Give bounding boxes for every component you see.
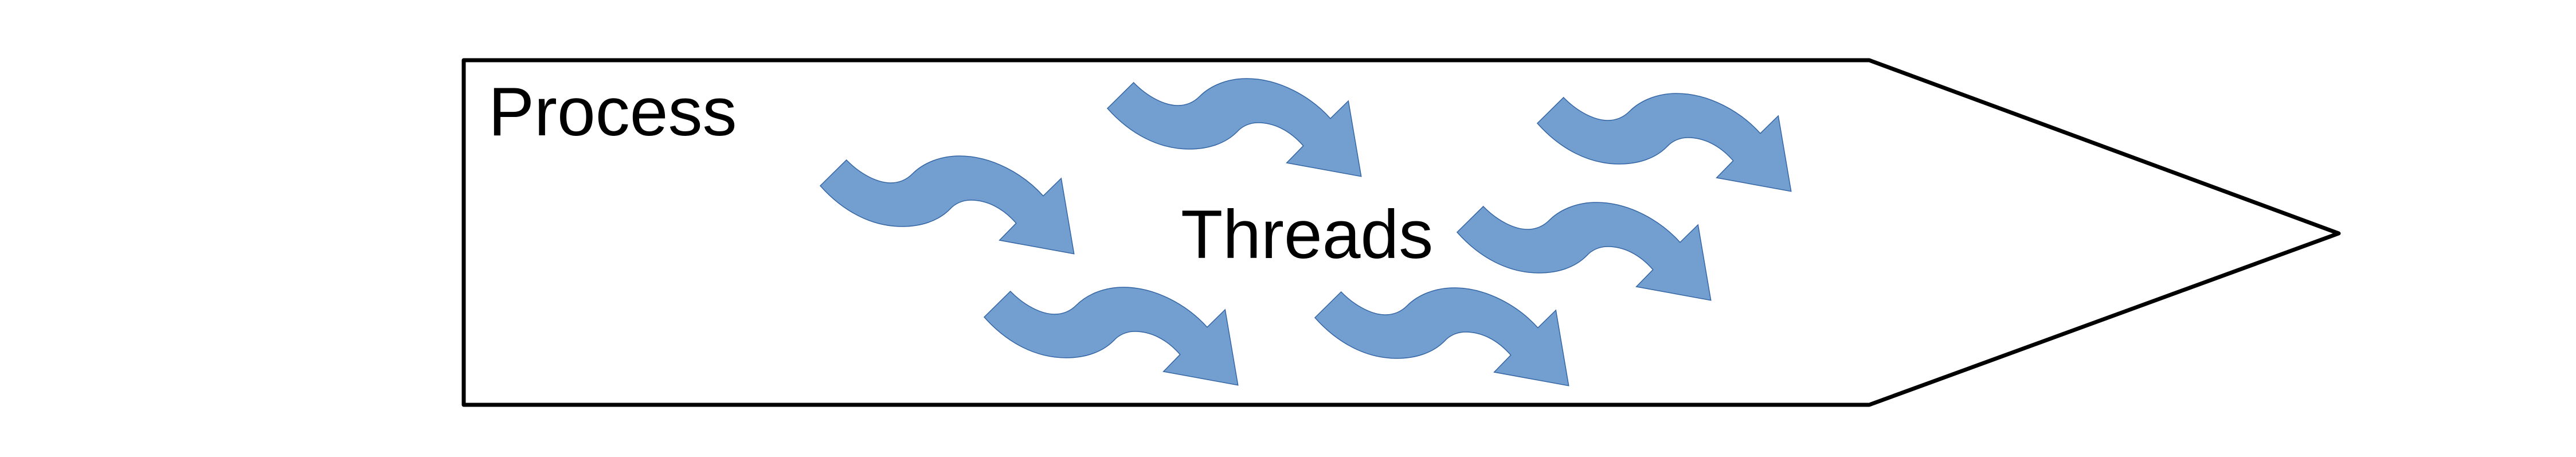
thread-arrow-shape [1456, 202, 1712, 301]
process-label: Process [488, 73, 737, 150]
thread-arrow-shape [819, 155, 1075, 255]
thread-wave-arrow-icon [1106, 78, 1362, 177]
thread-arrow-shape [1314, 287, 1569, 386]
thread-arrow-shape [983, 287, 1239, 386]
thread-wave-arrow-icon [1536, 93, 1792, 192]
process-pentagon-shape [461, 58, 2341, 407]
thread-wave-arrow-icon [819, 155, 1075, 255]
thread-arrow-shape [1536, 93, 1792, 192]
thread-arrow-shape [1106, 78, 1362, 177]
thread-wave-arrow-icon [1456, 202, 1712, 301]
thread-arrows-group [819, 78, 1792, 386]
thread-wave-arrow-icon [1314, 287, 1569, 386]
thread-wave-arrow-icon [983, 287, 1239, 386]
threads-label: Threads [1181, 196, 1433, 273]
